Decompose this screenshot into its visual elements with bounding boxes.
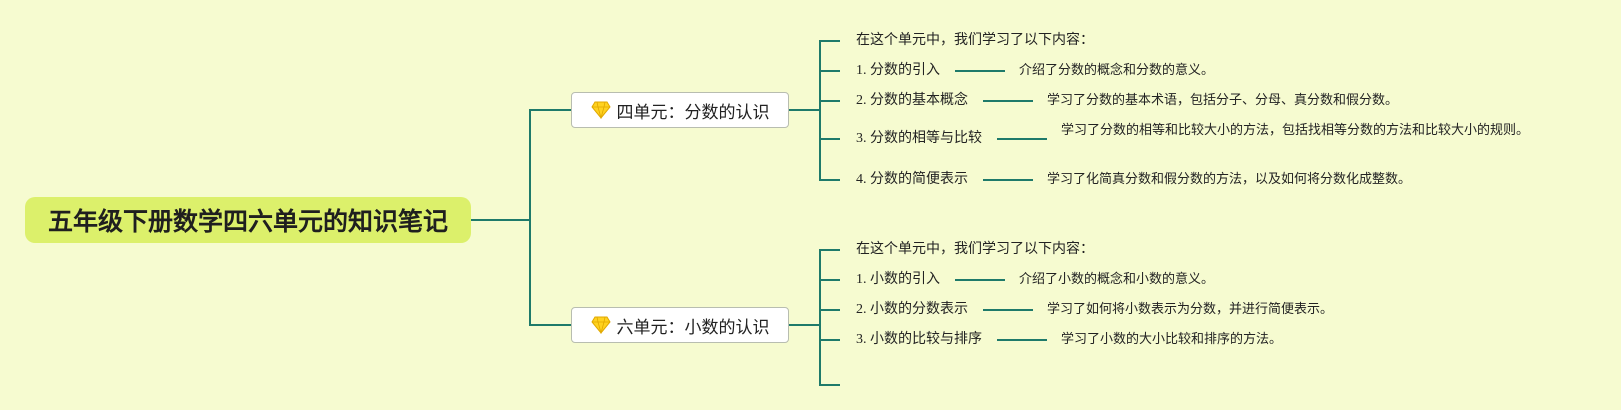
branch-topic-unit-4[interactable]: 四单元：分数的认识 <box>571 92 789 128</box>
leaf-label[interactable]: 4. 分数的简便表示 <box>856 172 968 187</box>
leaf-label[interactable]: 2. 小数的分数表示 <box>856 302 968 317</box>
leaf-description[interactable]: 学习了化简真分数和假分数的方法，以及如何将分数化成整数。 <box>1047 172 1412 187</box>
leaf-description[interactable]: 学习了分数的相等和比较大小的方法，包括找相等分数的方法和比较大小的规则。 <box>1061 123 1530 138</box>
leaf-intro[interactable]: 在这个单元中，我们学习了以下内容： <box>856 33 1094 48</box>
branch-topic-label: 四单元：分数的认识 <box>616 102 770 123</box>
branch-topic-label: 六单元：小数的认识 <box>616 317 770 338</box>
leaf-description[interactable]: 学习了分数的基本术语，包括分子、分母、真分数和假分数。 <box>1047 93 1399 108</box>
leaf-label[interactable]: 2. 分数的基本概念 <box>856 93 968 108</box>
diamond-icon <box>590 101 611 120</box>
leaf-description[interactable]: 学习了小数的大小比较和排序的方法。 <box>1061 332 1283 347</box>
leaf-description[interactable]: 介绍了分数的概念和分数的意义。 <box>1019 63 1215 78</box>
leaf-description[interactable]: 介绍了小数的概念和小数的意义。 <box>1019 272 1215 287</box>
leaf-label[interactable]: 3. 小数的比较与排序 <box>856 332 982 347</box>
root-topic[interactable]: 五年级下册数学四六单元的知识笔记 <box>25 197 471 243</box>
branch-topic-unit-6[interactable]: 六单元：小数的认识 <box>571 307 789 343</box>
leaf-label[interactable]: 3. 分数的相等与比较 <box>856 131 982 146</box>
diamond-icon <box>590 316 611 335</box>
leaf-label[interactable]: 1. 小数的引入 <box>856 272 940 287</box>
leaf-intro[interactable]: 在这个单元中，我们学习了以下内容： <box>856 242 1094 257</box>
leaf-description[interactable]: 学习了如何将小数表示为分数，并进行简便表示。 <box>1047 302 1334 317</box>
leaf-label[interactable]: 1. 分数的引入 <box>856 63 940 78</box>
